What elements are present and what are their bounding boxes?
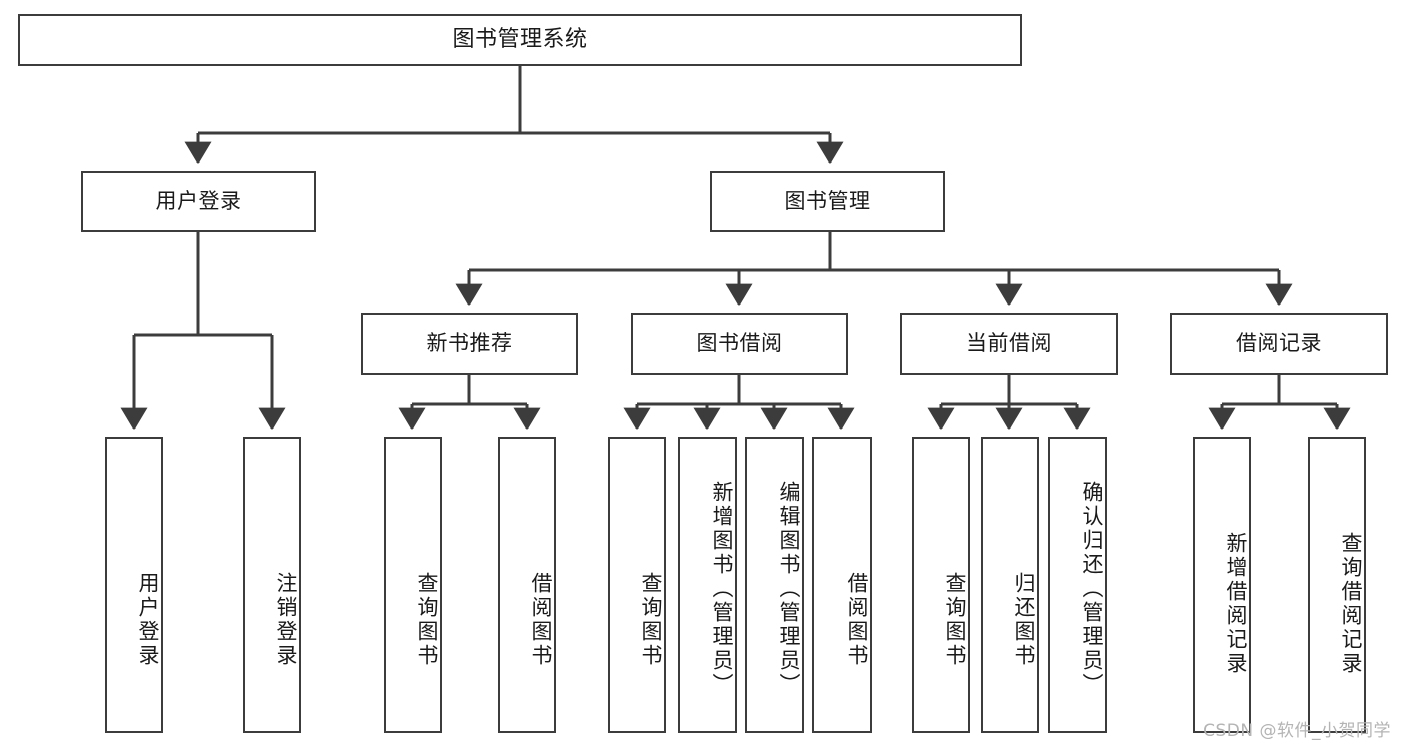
node-label: 图书管理 xyxy=(784,188,871,213)
node-label: 查询图书 xyxy=(415,572,439,668)
node-label: 查询借阅记录 xyxy=(1339,532,1363,676)
node-current-borrow[interactable]: 当前借阅 xyxy=(900,313,1118,375)
leaf-logout-login[interactable]: 注销登录 xyxy=(243,437,301,733)
node-label: 用户登录 xyxy=(136,572,160,668)
csdn-watermark: CSDN @软件_小贺同学 xyxy=(1203,721,1391,741)
leaf-add-borrow-record[interactable]: 新增借阅记录 xyxy=(1193,437,1251,733)
leaf-add-book-admin[interactable]: 新增图书（管理员） xyxy=(678,437,737,733)
node-root-book-management-system[interactable]: 图书管理系统 xyxy=(18,14,1022,66)
node-label: 新增图书（管理员） xyxy=(710,481,734,697)
leaf-borrow-book[interactable]: 借阅图书 xyxy=(812,437,872,733)
leaf-return-book[interactable]: 归还图书 xyxy=(981,437,1039,733)
node-new-book-recommend[interactable]: 新书推荐 xyxy=(361,313,578,375)
node-label: 归还图书 xyxy=(1012,572,1036,668)
node-label: 编辑图书（管理员） xyxy=(777,481,801,697)
node-user-login[interactable]: 用户登录 xyxy=(81,171,316,232)
node-label: 查询图书 xyxy=(943,572,967,668)
node-label: 用户登录 xyxy=(155,188,242,213)
leaf-borrow-book-recommend[interactable]: 借阅图书 xyxy=(498,437,556,733)
node-label: 查询图书 xyxy=(639,572,663,668)
leaf-query-borrow-record[interactable]: 查询借阅记录 xyxy=(1308,437,1366,733)
node-book-manage[interactable]: 图书管理 xyxy=(710,171,945,232)
node-label: 新增借阅记录 xyxy=(1224,532,1248,676)
node-book-borrow[interactable]: 图书借阅 xyxy=(631,313,848,375)
leaf-confirm-return-admin[interactable]: 确认归还（管理员） xyxy=(1048,437,1107,733)
node-label: 当前借阅 xyxy=(966,331,1052,356)
node-label: 注销登录 xyxy=(274,572,298,668)
leaf-query-book-recommend[interactable]: 查询图书 xyxy=(384,437,442,733)
node-label: 借阅图书 xyxy=(529,572,553,668)
node-label: 新书推荐 xyxy=(426,331,513,356)
node-label: 借阅记录 xyxy=(1236,331,1322,356)
leaf-edit-book-admin[interactable]: 编辑图书（管理员） xyxy=(745,437,804,733)
node-label: 确认归还（管理员） xyxy=(1080,481,1104,697)
node-borrow-record[interactable]: 借阅记录 xyxy=(1170,313,1388,375)
leaf-query-book-current[interactable]: 查询图书 xyxy=(912,437,970,733)
node-label: 借阅图书 xyxy=(845,572,869,668)
node-label: 图书管理系统 xyxy=(452,26,588,52)
leaf-query-book-borrow[interactable]: 查询图书 xyxy=(608,437,666,733)
leaf-user-login[interactable]: 用户登录 xyxy=(105,437,163,733)
node-label: 图书借阅 xyxy=(696,331,783,356)
